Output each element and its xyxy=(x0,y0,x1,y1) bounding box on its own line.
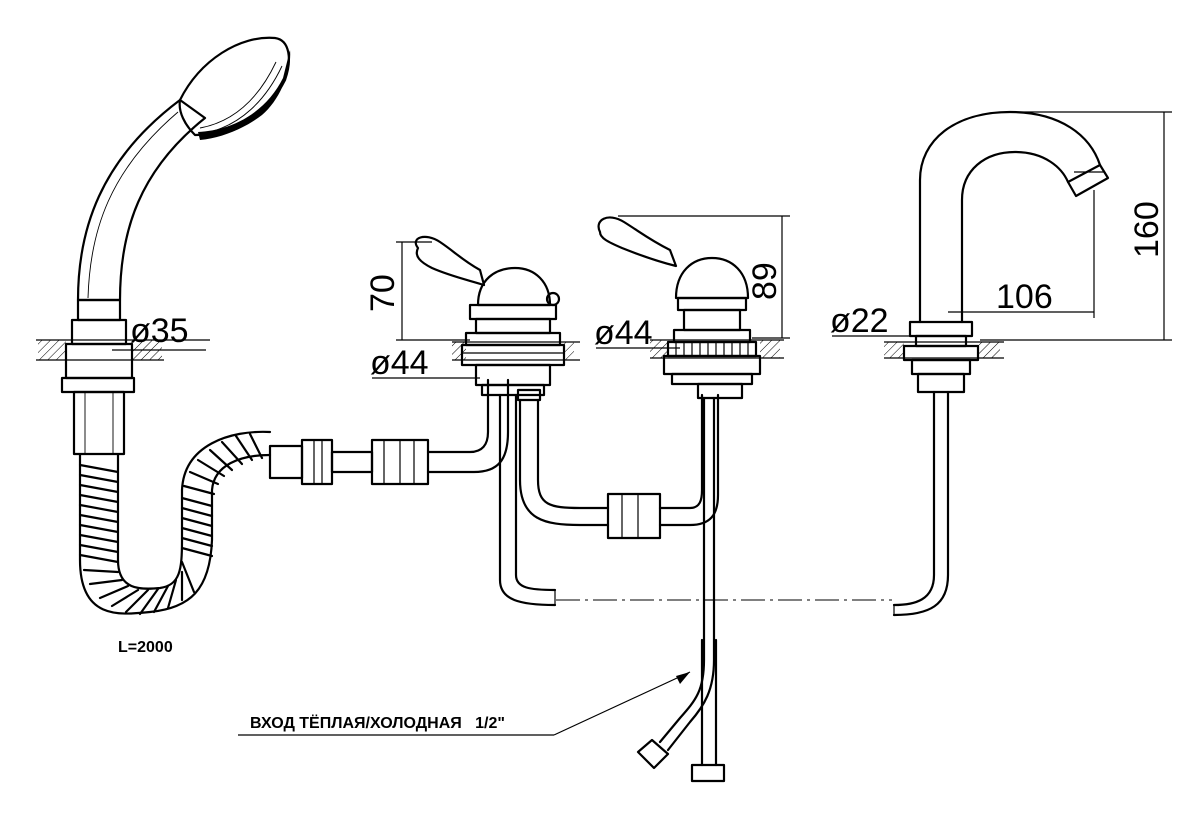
label-hose-length: L=2000 xyxy=(118,639,173,656)
label-d35: ø35 xyxy=(130,312,189,350)
label-h160: 160 xyxy=(1128,201,1166,258)
label-d44-left: ø44 xyxy=(370,344,429,382)
bath-spout xyxy=(884,110,1110,617)
flexible-hose xyxy=(78,378,510,616)
right-mixer-valve xyxy=(597,216,784,783)
label-d22: ø22 xyxy=(830,302,889,340)
cross-coupling xyxy=(606,393,720,540)
dimension-lines xyxy=(112,111,1172,736)
left-mixer-valve xyxy=(414,235,610,607)
hand-shower xyxy=(36,36,291,456)
label-d44-right: ø44 xyxy=(594,314,653,352)
label-h89: 89 xyxy=(746,262,784,300)
label-h70: 70 xyxy=(364,274,402,312)
label-inlet-note: ВХОД ТЁПЛАЯ/ХОЛОДНАЯ 1/2" xyxy=(250,714,505,732)
label-w106: 106 xyxy=(996,278,1053,316)
